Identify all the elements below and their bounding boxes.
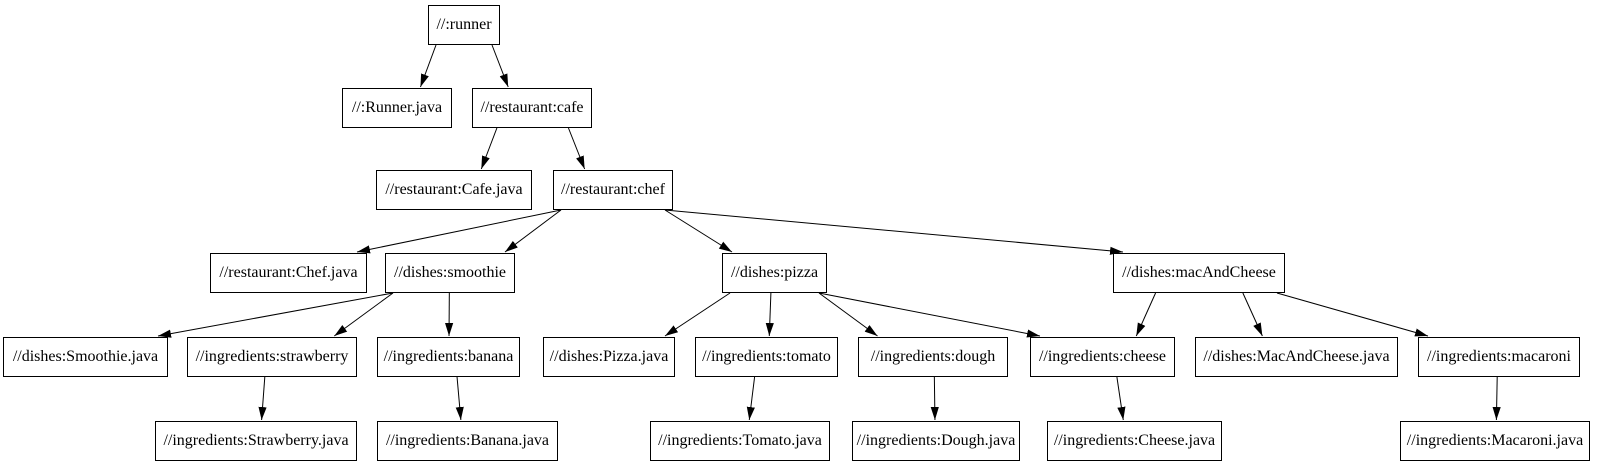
node-strawberry: //ingredients:strawberry bbox=[187, 337, 357, 377]
edge-chef-to-smoothie bbox=[504, 209, 562, 253]
edge-macaroni-to-macaroni-java bbox=[1492, 376, 1501, 421]
edge-cheese-to-cheese-java bbox=[1116, 376, 1126, 421]
node-macandcheese: //dishes:macAndCheese bbox=[1113, 253, 1285, 293]
node-banana: //ingredients:banana bbox=[377, 337, 520, 377]
edge-macandcheese-to-macandcheese-java bbox=[1242, 292, 1263, 337]
edge-macandcheese-to-macaroni bbox=[1276, 292, 1429, 337]
edge-smoothie-to-smoothie-java bbox=[157, 292, 394, 338]
edge-runner-to-runner-java bbox=[419, 44, 437, 88]
edge-cafe-to-chef bbox=[567, 127, 586, 170]
edge-smoothie-to-strawberry bbox=[334, 292, 394, 337]
node-cheese-java: //ingredients:Cheese.java bbox=[1047, 421, 1222, 461]
edge-runner-to-cafe bbox=[491, 44, 509, 88]
node-runner-java: //:Runner.java bbox=[342, 88, 452, 128]
edge-chef-to-chef-java bbox=[356, 209, 562, 254]
edge-macandcheese-to-cheese bbox=[1135, 292, 1157, 337]
node-pizza: //dishes:pizza bbox=[722, 253, 827, 293]
edge-strawberry-to-strawberry-java bbox=[258, 376, 267, 421]
edge-chef-to-pizza bbox=[664, 209, 733, 253]
node-pizza-java: //dishes:Pizza.java bbox=[543, 337, 675, 377]
node-dough-java: //ingredients:Dough.java bbox=[852, 421, 1020, 461]
edge-pizza-to-tomato bbox=[765, 292, 774, 337]
edge-pizza-to-cheese bbox=[818, 292, 1041, 338]
edge-chef-to-macandcheese bbox=[664, 209, 1124, 255]
edge-pizza-to-pizza-java bbox=[664, 292, 731, 337]
node-smoothie: //dishes:smoothie bbox=[385, 253, 515, 293]
node-chef-java: //restaurant:Chef.java bbox=[210, 253, 367, 293]
node-cafe: //restaurant:cafe bbox=[472, 88, 592, 128]
node-tomato: //ingredients:tomato bbox=[695, 337, 838, 377]
edge-dough-to-dough-java bbox=[930, 376, 939, 421]
node-tomato-java: //ingredients:Tomato.java bbox=[650, 421, 830, 461]
node-dough: //ingredients:dough bbox=[858, 337, 1008, 377]
edge-banana-to-banana-java bbox=[455, 376, 464, 421]
node-banana-java: //ingredients:Banana.java bbox=[377, 421, 558, 461]
node-cafe-java: //restaurant:Cafe.java bbox=[376, 170, 532, 210]
node-smoothie-java: //dishes:Smoothie.java bbox=[3, 337, 168, 377]
node-chef: //restaurant:chef bbox=[553, 170, 673, 210]
edge-tomato-to-tomato-java bbox=[746, 376, 756, 421]
node-cheese: //ingredients:cheese bbox=[1030, 337, 1175, 377]
node-macandcheese-java: //dishes:MacAndCheese.java bbox=[1195, 337, 1398, 377]
node-strawberry-java: //ingredients:Strawberry.java bbox=[155, 421, 357, 461]
node-runner: //:runner bbox=[428, 5, 500, 45]
edge-cafe-to-cafe-java bbox=[480, 127, 498, 170]
node-macaroni-java: //ingredients:Macaroni.java bbox=[1400, 421, 1590, 461]
edge-pizza-to-dough bbox=[818, 292, 878, 337]
node-macaroni: //ingredients:macaroni bbox=[1418, 337, 1580, 377]
